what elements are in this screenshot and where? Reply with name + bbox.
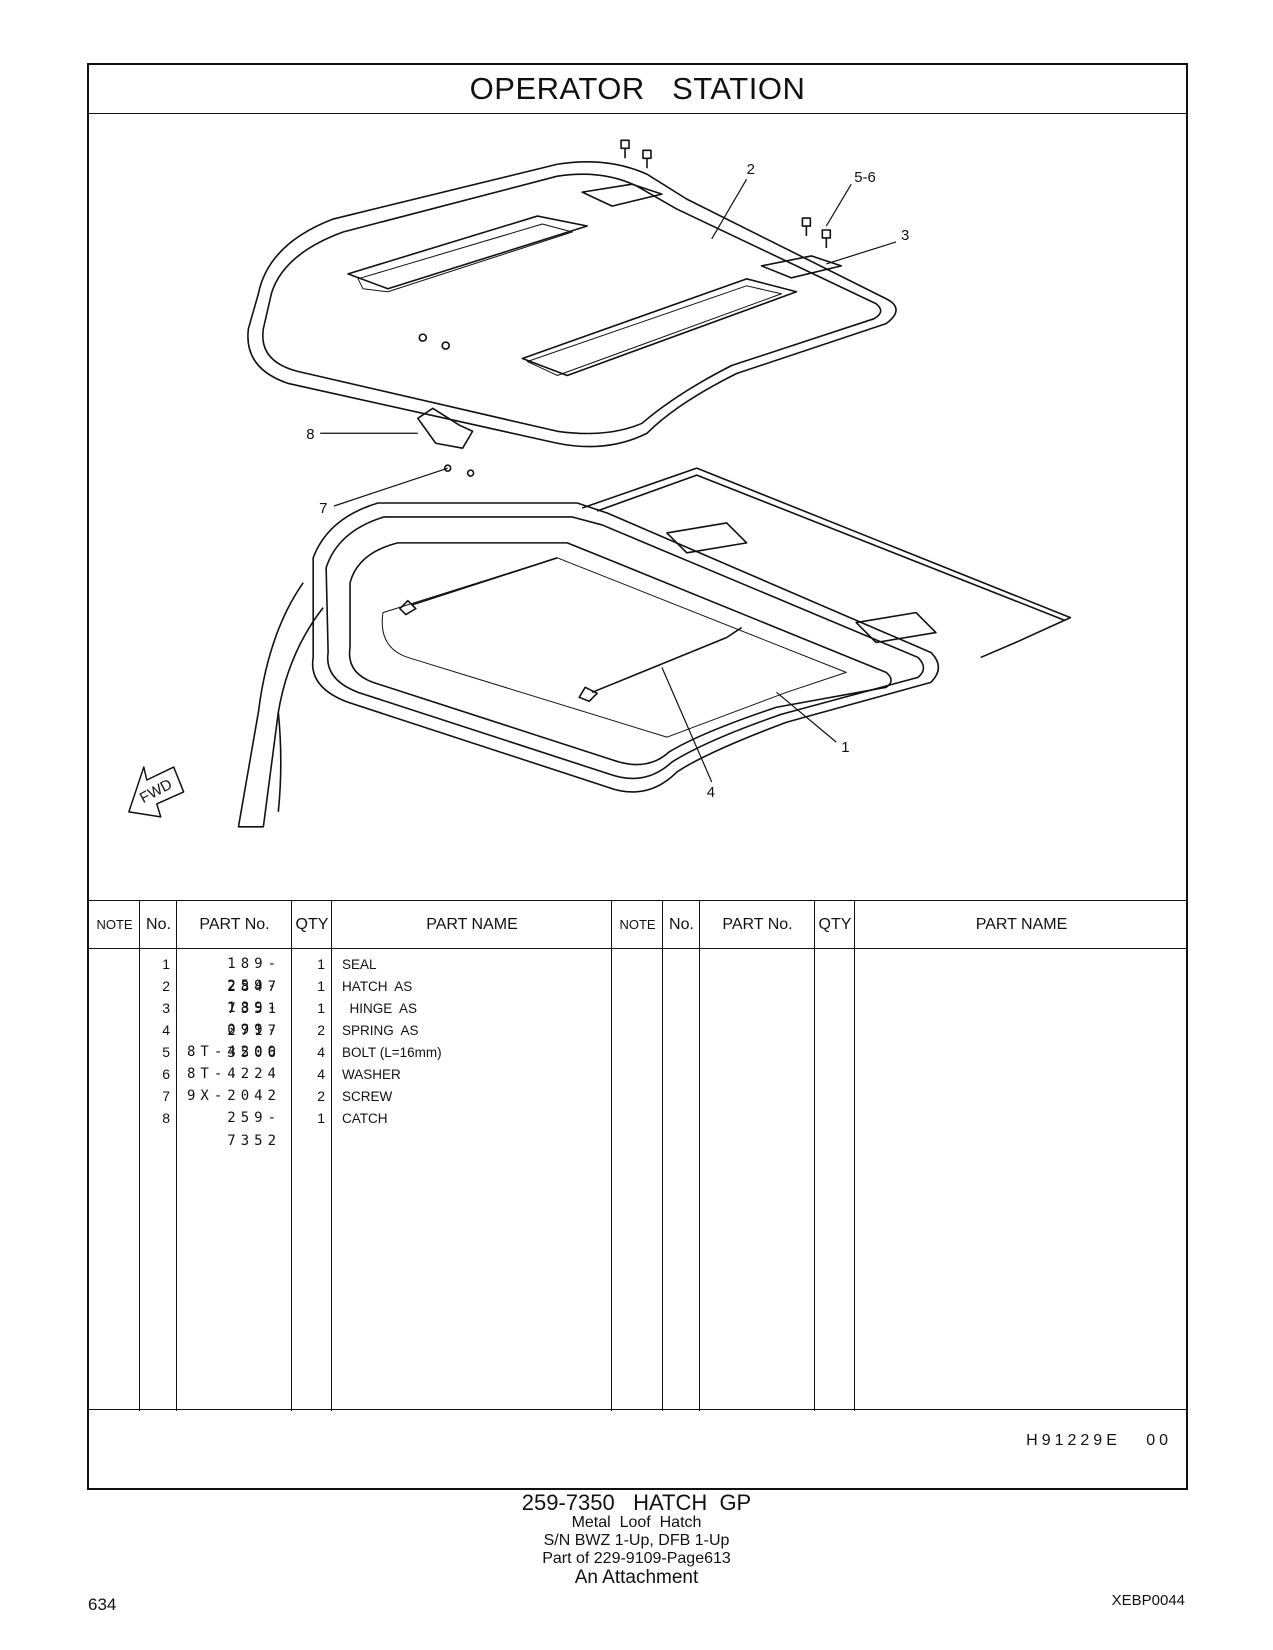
col-partno-right bbox=[700, 901, 815, 1411]
callout-4: 4 bbox=[707, 784, 715, 801]
row-no: 7 bbox=[162, 1088, 170, 1104]
table-row: 5 8T-4200 4 BOLT (L=16mm) bbox=[89, 1041, 1186, 1064]
table-header bbox=[89, 901, 1186, 949]
row-part-no: 8T-4200 bbox=[186, 1044, 281, 1060]
row-qty: 1 bbox=[317, 1000, 325, 1016]
bolt-3 bbox=[801, 217, 812, 236]
row-qty: 1 bbox=[317, 956, 325, 972]
col-name-left bbox=[332, 901, 612, 1411]
row-part-no: 099-3506 bbox=[227, 1022, 281, 1061]
gas-spring-upper bbox=[399, 557, 558, 616]
caption-desc: Metal Loof Hatch bbox=[571, 1514, 702, 1531]
row-qty: 2 bbox=[317, 1088, 325, 1104]
row-no: 5 bbox=[162, 1044, 170, 1060]
row-part-name: SCREW bbox=[342, 1089, 393, 1104]
caption-title: 259-7350 HATCH GP bbox=[521, 1490, 752, 1515]
header-part-name: PART NAME bbox=[426, 916, 518, 933]
callout-3: 3 bbox=[901, 227, 909, 244]
row-part-no: 259-7352 bbox=[227, 1110, 281, 1149]
row-part-name: CATCH bbox=[342, 1111, 388, 1126]
fwd-label: FWD bbox=[137, 776, 175, 807]
header-part-no-right: PART No. bbox=[722, 916, 793, 933]
header-qty-right: QTY bbox=[818, 916, 852, 933]
table-row: 1 189-2847 1 SEAL bbox=[89, 953, 1186, 995]
row-no: 6 bbox=[162, 1066, 170, 1082]
header-qty: QTY bbox=[295, 916, 329, 933]
row-no: 8 bbox=[162, 1110, 170, 1126]
table-row: 2 259-7351 1 HATCH AS bbox=[89, 975, 1186, 1017]
table-row: 3 189-2717 1 HINGE AS bbox=[89, 997, 1186, 1039]
table-row: 4 099-3506 2 SPRING AS bbox=[89, 1019, 1186, 1061]
roof-frame bbox=[581, 467, 1072, 659]
parts-page-frame: OPERATOR STATION bbox=[87, 63, 1188, 1490]
gas-spring-lower bbox=[578, 626, 743, 703]
row-part-name: WASHER bbox=[342, 1067, 401, 1082]
row-part-name: HINGE AS bbox=[342, 1001, 418, 1016]
row-part-name: BOLT (L=16mm) bbox=[342, 1045, 442, 1060]
front-pillar bbox=[237, 582, 324, 828]
col-note-right bbox=[612, 901, 663, 1411]
caption-part-of: Part of 229-9109-Page613 bbox=[542, 1550, 731, 1567]
publication-number: XEBP0044 bbox=[1111, 1592, 1185, 1609]
row-qty: 4 bbox=[317, 1044, 325, 1060]
catch bbox=[417, 407, 474, 450]
bolt-4 bbox=[821, 229, 832, 248]
col-qty-left bbox=[292, 901, 332, 1411]
row-qty: 2 bbox=[317, 1022, 325, 1038]
row-qty: 1 bbox=[317, 1110, 325, 1126]
callout-1: 1 bbox=[841, 739, 849, 756]
row-part-no: 259-7351 bbox=[227, 978, 281, 1017]
header-note: NOTE bbox=[96, 917, 133, 932]
header-no-right: No. bbox=[669, 916, 694, 933]
caption-attachment: An Attachment bbox=[574, 1567, 699, 1588]
col-no-left bbox=[140, 901, 177, 1411]
exploded-diagram: 2 5-6 3 8 7 1 4 FWD bbox=[89, 113, 1186, 900]
caption-serial: S/N BWZ 1-Up, DFB 1-Up bbox=[543, 1532, 730, 1549]
callout-5-6: 5-6 bbox=[854, 169, 876, 186]
row-part-name: SEAL bbox=[342, 957, 377, 972]
row-no: 4 bbox=[162, 1022, 170, 1038]
fwd-arrow-icon bbox=[128, 766, 185, 818]
row-no: 2 bbox=[162, 978, 170, 994]
caption-block: 259-7350 HATCH GP Metal Loof Hatch S/N B… bbox=[0, 1490, 1273, 1588]
callout-7: 7 bbox=[319, 500, 327, 517]
row-part-no: 189-2717 bbox=[227, 1000, 281, 1039]
col-qty-right bbox=[815, 901, 855, 1411]
page-title: OPERATOR STATION bbox=[89, 65, 1186, 114]
row-part-no: 8T-4224 bbox=[186, 1066, 281, 1082]
row-qty: 4 bbox=[317, 1066, 325, 1082]
header-no: No. bbox=[146, 916, 171, 933]
hatch-panel bbox=[247, 161, 897, 448]
parts-list-table: NOTE No. PART No. QTY PART NAME NOTE No.… bbox=[89, 900, 1186, 1411]
page-number: 634 bbox=[88, 1595, 117, 1614]
table-row: 6 8T-4224 4 WASHER bbox=[89, 1063, 1186, 1086]
header-part-name-right: PART NAME bbox=[975, 916, 1068, 933]
col-note-left bbox=[89, 901, 140, 1411]
col-partno-left bbox=[177, 901, 292, 1411]
row-no: 3 bbox=[162, 1000, 170, 1016]
row-part-no: 189-2847 bbox=[227, 956, 281, 995]
drawing-id: H91229E 00 bbox=[1026, 1432, 1172, 1449]
hinge-left bbox=[581, 183, 663, 207]
bolt-1 bbox=[620, 139, 630, 159]
row-qty: 1 bbox=[317, 978, 325, 994]
row-part-no: 9X-2042 bbox=[186, 1088, 281, 1104]
hinge-right bbox=[760, 255, 843, 279]
row-no: 1 bbox=[162, 956, 170, 972]
hatch-illustration: 2 5-6 3 8 7 1 4 FWD bbox=[128, 139, 1072, 828]
header-part-no: PART No. bbox=[199, 916, 270, 933]
col-no-right bbox=[663, 901, 700, 1411]
callout-2: 2 bbox=[747, 161, 755, 178]
header-note-right: NOTE bbox=[619, 917, 656, 932]
callout-8: 8 bbox=[306, 426, 314, 443]
bolt-2 bbox=[642, 149, 652, 169]
table-row: 7 9X-2042 2 SCREW bbox=[89, 1085, 1186, 1108]
row-part-name: HATCH AS bbox=[342, 979, 413, 994]
table-row: 8 259-7352 1 CATCH bbox=[89, 1107, 1186, 1149]
row-part-name: SPRING AS bbox=[342, 1023, 419, 1038]
